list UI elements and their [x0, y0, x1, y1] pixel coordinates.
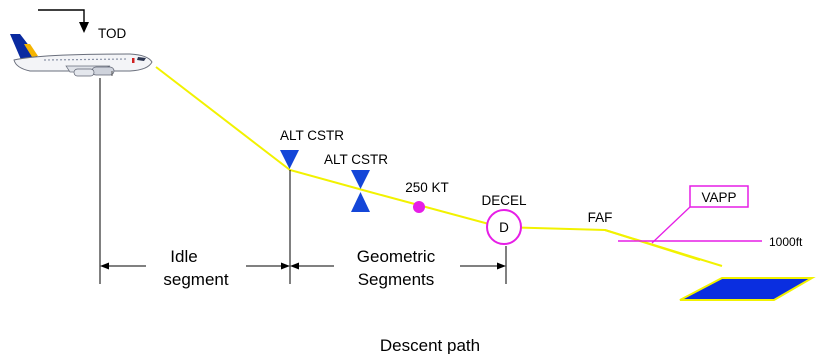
magenta-dot-icon: [413, 201, 425, 213]
altitude-label: 1000ft: [769, 235, 803, 249]
airliner-side-view-icon: [10, 34, 153, 77]
descent-path-line: [155, 66, 701, 261]
hourglass-bottom: [351, 192, 370, 212]
speed-constraint-label: 250 KT: [405, 180, 449, 195]
vapp-box: [689, 185, 749, 208]
aircraft-cockpit: [137, 57, 146, 61]
hourglass-top: [351, 170, 370, 189]
aircraft-tail-stripe: [24, 44, 38, 57]
aircraft-fuselage: [13, 53, 153, 72]
circled-d-icon: [486, 209, 522, 245]
decel-label: DECEL: [481, 193, 527, 208]
vapp-leader-line: [651, 206, 691, 244]
aircraft-door-mark: [132, 58, 135, 63]
faf-label: FAF: [588, 210, 613, 225]
idle-segment-label-1: Idle: [170, 247, 197, 266]
diagram-caption: Descent path: [380, 336, 480, 354]
tod-pointer-arrow: [38, 9, 85, 27]
tod-label: TOD: [98, 26, 127, 41]
runway-parallelogram-icon: [679, 277, 816, 301]
vapp-label: VAPP: [701, 190, 736, 205]
tod-pointer-arrowhead: [79, 22, 89, 33]
alt-cstr-label-1: ALT CSTR: [280, 128, 344, 143]
aircraft-engine-rear: [91, 66, 115, 76]
hourglass-icon: [351, 170, 370, 212]
final-approach-line: [604, 229, 723, 267]
aircraft-engine-front: [73, 68, 95, 77]
geometric-segment-label-2: Segments: [358, 270, 435, 289]
decel-symbol: D: [499, 220, 509, 235]
alt-cstr-label-2: ALT CSTR: [324, 152, 388, 167]
triangle-down-icon: [280, 150, 299, 169]
geometric-segment-label-1: Geometric: [357, 247, 436, 266]
idle-segment-label-2: segment: [163, 270, 228, 289]
